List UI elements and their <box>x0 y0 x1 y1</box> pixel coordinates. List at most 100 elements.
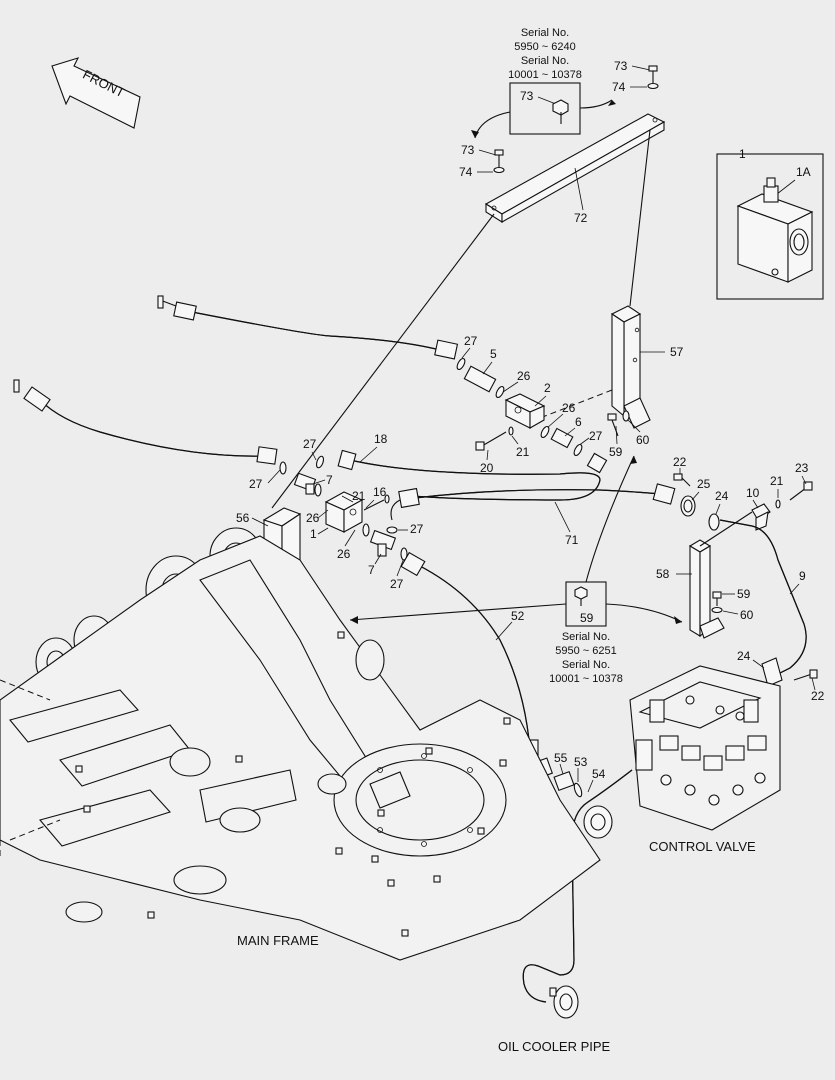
hose-upper <box>157 295 459 360</box>
callout-25: 25 <box>697 477 711 491</box>
valve-block-1 <box>324 491 364 533</box>
callout-7-a: 7 <box>326 473 333 487</box>
bracket-72 <box>484 113 666 223</box>
bolt-icon <box>647 65 659 90</box>
callout-23: 23 <box>795 461 809 475</box>
callout-56: 56 <box>236 511 250 525</box>
callout-73-a: 73 <box>614 59 628 73</box>
callout-54: 54 <box>592 767 606 781</box>
callout-2: 2 <box>544 381 551 395</box>
bracket-57 <box>610 305 651 429</box>
callout-18: 18 <box>374 432 388 446</box>
callout-21-b: 21 <box>352 489 366 503</box>
bolt-icon <box>552 99 569 124</box>
serial-top-line3: Serial No. <box>521 55 569 67</box>
callout-74-a: 74 <box>612 80 626 94</box>
callout-27-a: 27 <box>464 334 478 348</box>
oil-cooler-pipe-label: OIL COOLER PIPE <box>498 1039 611 1054</box>
main-frame-label: MAIN FRAME <box>237 933 319 948</box>
bolt-icon <box>363 494 390 511</box>
callout-9: 9 <box>799 569 806 583</box>
callout-1-main: 1 <box>310 527 317 541</box>
serial-bottom-line2: 5950 ~ 6251 <box>555 645 616 657</box>
callout-57: 57 <box>670 345 684 359</box>
fitting-7-tee <box>369 529 397 557</box>
callout-1a: 1A <box>796 165 811 179</box>
flange-24 <box>761 657 783 687</box>
callout-74-b: 74 <box>459 165 473 179</box>
fitting-6 <box>550 427 574 449</box>
valve-block-icon <box>736 177 814 283</box>
front-arrow-icon: FRONT <box>51 57 141 129</box>
callout-60-b: 60 <box>740 608 754 622</box>
callout-27-e: 27 <box>410 522 424 536</box>
valve-inset: 1 1A <box>716 147 824 300</box>
flange-25 <box>680 495 696 517</box>
callout-53: 53 <box>574 755 588 769</box>
callout-26-a: 26 <box>517 369 531 383</box>
callout-73-box: 73 <box>520 89 534 103</box>
valve-block-2 <box>504 393 546 429</box>
fitting-55 <box>553 770 575 792</box>
bolt-icon <box>574 586 588 606</box>
callout-26-d: 26 <box>337 547 351 561</box>
control-valve-label: CONTROL VALVE <box>649 839 756 854</box>
bolt-icon <box>793 669 818 681</box>
callout-71: 71 <box>565 533 579 547</box>
bolt-icon <box>607 410 630 437</box>
callout-55: 55 <box>554 751 568 765</box>
callout-27-b: 27 <box>589 429 603 443</box>
callout-59-box: 59 <box>580 611 594 625</box>
callout-52: 52 <box>511 609 525 623</box>
callout-59-a: 59 <box>609 445 623 459</box>
fitting-7 <box>293 472 317 495</box>
serial-bottom-line3: Serial No. <box>562 659 610 671</box>
callout-21-c: 21 <box>770 474 784 488</box>
callout-58: 58 <box>656 567 670 581</box>
hose-71 <box>390 483 676 521</box>
callout-22-b: 22 <box>811 689 825 703</box>
serial-top-line2: 5950 ~ 6240 <box>514 41 575 53</box>
clamp-10 <box>751 503 771 531</box>
oil-cooler-pipe <box>522 769 633 1019</box>
o-ring-24 <box>708 513 720 531</box>
connector-5 <box>456 357 505 399</box>
callout-24-a: 24 <box>715 489 729 503</box>
callout-21-a: 21 <box>516 445 530 459</box>
callout-26-c: 26 <box>306 511 320 525</box>
bolt-icon <box>673 473 691 487</box>
hose-lower <box>13 379 278 465</box>
callout-20: 20 <box>480 461 494 475</box>
callout-22-a: 22 <box>673 455 687 469</box>
callout-27-d: 27 <box>249 477 263 491</box>
serial-bottom-line1: Serial No. <box>562 631 610 643</box>
callout-6: 6 <box>575 415 582 429</box>
callout-5: 5 <box>490 347 497 361</box>
control-valve <box>629 665 781 831</box>
callout-16: 16 <box>373 485 387 499</box>
callout-60-a: 60 <box>636 433 650 447</box>
callout-72: 72 <box>574 211 588 225</box>
hose-18 <box>337 449 608 501</box>
bolt-icon <box>475 426 514 451</box>
callout-27-c: 27 <box>303 437 317 451</box>
serial-top-line4: 10001 ~ 10378 <box>508 69 582 81</box>
bolt-icon <box>789 481 813 501</box>
callout-10: 10 <box>746 486 760 500</box>
bolt-icon <box>711 591 723 614</box>
callout-73-b: 73 <box>461 143 475 157</box>
callout-7-b: 7 <box>368 563 375 577</box>
serial-note-bottom: 59 Serial No. 5950 ~ 6251 Serial No. 100… <box>349 455 683 685</box>
bracket-58 <box>688 539 725 639</box>
bolt-icon <box>493 149 505 174</box>
callout-24-b: 24 <box>737 649 751 663</box>
serial-note-top: Serial No. 5950 ~ 6240 Serial No. 10001 … <box>471 27 616 139</box>
pipe-9 <box>719 519 807 679</box>
callout-27-f: 27 <box>390 577 404 591</box>
main-frame <box>0 527 601 961</box>
callout-59-b: 59 <box>737 587 751 601</box>
callout-26-b: 26 <box>562 401 576 415</box>
serial-top-line1: Serial No. <box>521 27 569 39</box>
serial-bottom-line4: 10001 ~ 10378 <box>549 673 623 685</box>
